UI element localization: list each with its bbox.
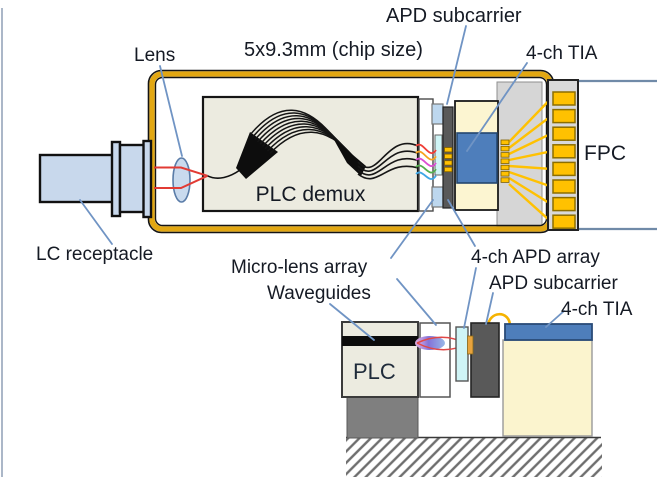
label-tia-bottom: 4-ch TIA xyxy=(561,299,633,320)
output-waveguides xyxy=(357,142,419,180)
label-apd-subcarrier-bottom: APD subcarrier xyxy=(489,273,618,294)
label-lens: Lens xyxy=(134,45,176,66)
label-fpc: FPC xyxy=(584,142,626,165)
pointer-microlens-down xyxy=(396,278,437,326)
waveguide-arc-bundle xyxy=(249,109,354,157)
label-chip-size: 5x9.3mm (chip size) xyxy=(244,39,423,61)
label-micro-lens-array: Micro-lens array xyxy=(231,257,368,278)
input-fiber xyxy=(207,169,241,179)
tia-chip-section xyxy=(504,323,593,341)
fiber-fan-in-cone xyxy=(236,132,278,179)
apd-array-chip-section xyxy=(455,326,469,382)
focused-beam-spot xyxy=(415,336,445,350)
microlens-square-bottom xyxy=(431,186,444,208)
apd-subcarrier-pads xyxy=(444,147,453,173)
carrier-pad-column xyxy=(500,139,510,183)
pointer-tia-down xyxy=(545,310,565,328)
receptacle-flange-2 xyxy=(142,139,153,219)
label-plc: PLC xyxy=(353,359,396,384)
pointer-waveguides-down xyxy=(329,303,375,341)
pointer-microlens-up xyxy=(390,199,434,259)
label-apd-subcarrier-top: APD subcarrier xyxy=(386,5,522,27)
fpc-pads xyxy=(552,91,576,229)
plc-chip-section xyxy=(341,321,419,398)
pointer-apd-subcarrier-down xyxy=(485,292,494,325)
tia-carrier-section xyxy=(502,339,593,437)
label-tia-top: 4-ch TIA xyxy=(526,43,598,64)
tia-chip xyxy=(456,132,498,184)
plc-pedestal xyxy=(346,396,419,439)
pointer-apd-array-up xyxy=(447,199,476,247)
pointer-lines xyxy=(79,25,565,341)
apd-array-strip-topview xyxy=(434,134,443,176)
label-waveguides: Waveguides xyxy=(267,283,371,304)
receptacle-barrel xyxy=(38,153,116,204)
apd-subcarrier-section xyxy=(470,322,500,398)
pointer-lc-receptacle xyxy=(79,199,113,245)
red-beam-topview xyxy=(154,166,208,189)
collimating-lens xyxy=(172,157,191,203)
label-lc-receptacle: LC receptacle xyxy=(36,244,154,265)
label-apd-array: 4-ch APD array xyxy=(471,247,600,268)
label-plc-demux: PLC demux xyxy=(255,183,366,206)
microlens-square-top xyxy=(431,103,444,125)
hatched-base xyxy=(346,437,602,477)
pointer-tia-top xyxy=(466,62,528,152)
pointer-apd-array-down xyxy=(463,267,477,329)
receptacle-body xyxy=(118,143,146,214)
waveguide-core xyxy=(342,336,418,346)
pointer-apd-subcarrier-top xyxy=(446,25,467,105)
wavelength-channels xyxy=(415,143,437,180)
lc-receptacle xyxy=(38,139,153,219)
pointer-lens xyxy=(159,65,183,157)
microlens-block-section xyxy=(419,322,451,398)
gold-fan-traces xyxy=(508,97,552,223)
cross-section-view xyxy=(341,312,602,477)
apd-chip-gold-edge xyxy=(467,335,474,355)
top-view-module xyxy=(38,69,657,234)
